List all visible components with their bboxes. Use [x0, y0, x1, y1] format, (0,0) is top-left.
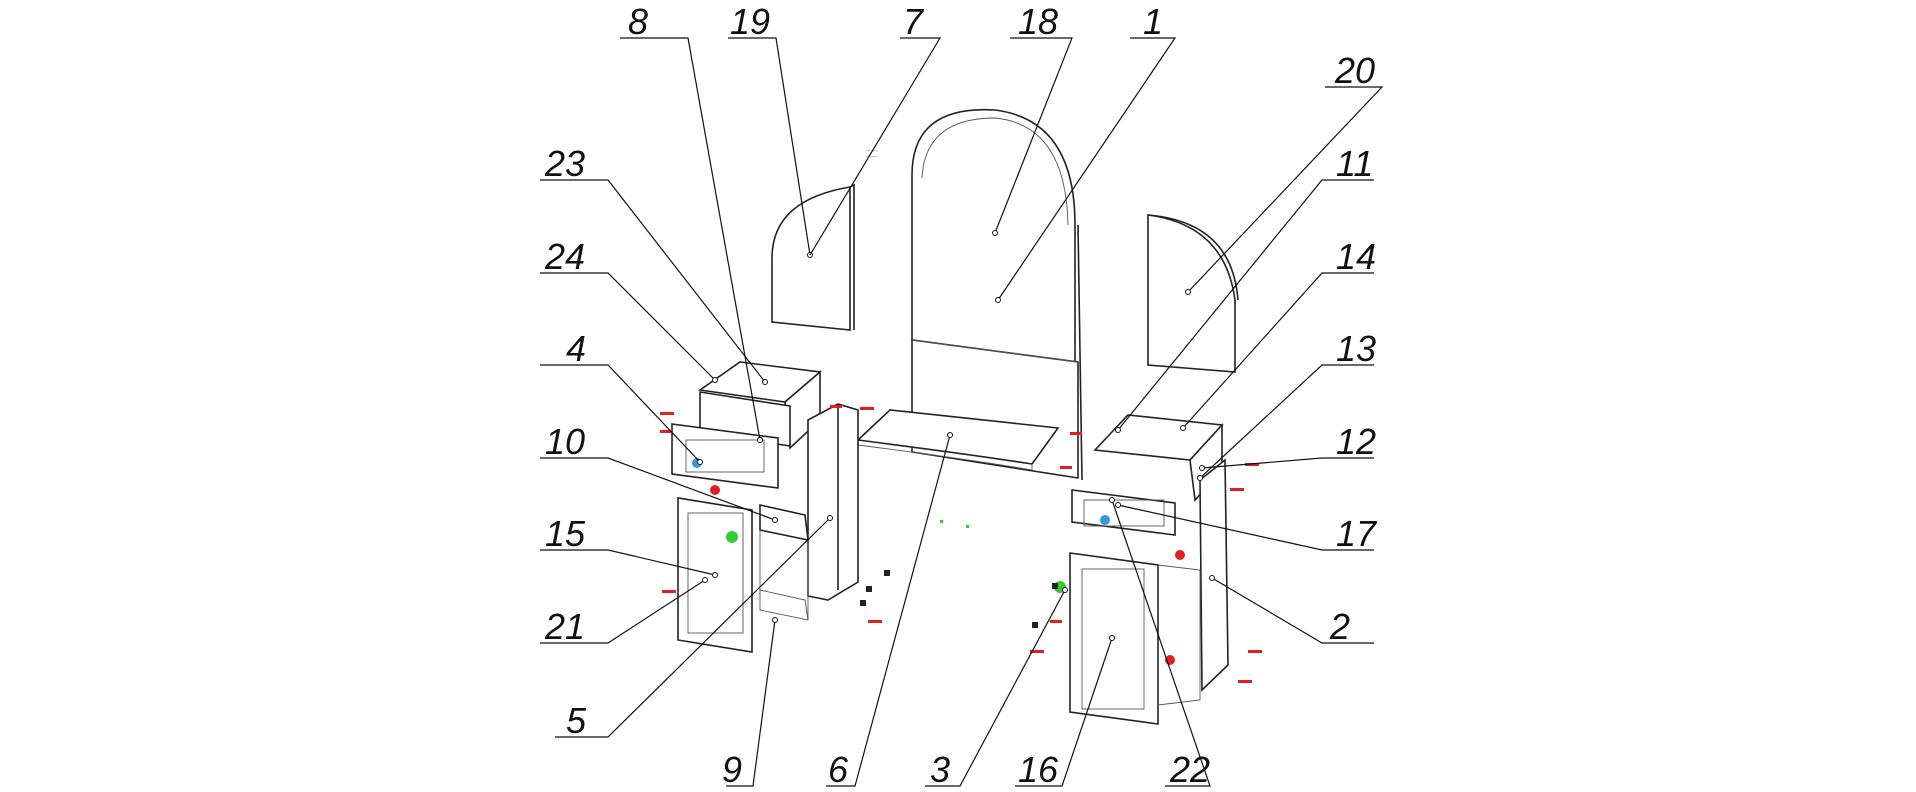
table-top-shelf — [856, 409, 1060, 471]
callout-20: 20 — [1334, 50, 1375, 91]
svg-text:┄┄┄┄: ┄┄┄┄ — [866, 154, 878, 160]
callout-5: 5 — [566, 700, 587, 741]
callout-leaders — [540, 37, 1384, 787]
right-side-mirror — [1147, 214, 1239, 373]
right-cabinet — [1069, 414, 1229, 725]
callout-13: 13 — [1336, 328, 1376, 369]
callout-3: 3 — [930, 749, 950, 790]
callout-9: 9 — [722, 749, 742, 790]
callout-labels: 8 19 7 18 1 20 23 11 24 14 4 13 10 12 15… — [544, 1, 1378, 790]
callout-16: 16 — [1018, 749, 1059, 790]
callout-19: 19 — [730, 1, 770, 42]
callout-22: 22 — [1169, 749, 1210, 790]
callout-7: 7 — [903, 1, 925, 42]
callout-6: 6 — [828, 749, 849, 790]
callout-18: 18 — [1018, 1, 1058, 42]
callout-8: 8 — [628, 1, 648, 42]
callout-24: 24 — [544, 236, 585, 277]
callout-2: 2 — [1329, 606, 1350, 647]
callout-12: 12 — [1336, 421, 1376, 462]
callout-11: 11 — [1336, 143, 1373, 184]
left-side-mirror — [771, 183, 855, 331]
callout-17: 17 — [1336, 513, 1378, 554]
callout-21: 21 — [544, 606, 585, 647]
callout-23: 23 — [544, 143, 585, 184]
callout-14: 14 — [1336, 236, 1376, 277]
callout-4: 4 — [566, 328, 586, 369]
callout-15: 15 — [545, 513, 586, 554]
callout-1: 1 — [1143, 1, 1163, 42]
callout-10: 10 — [545, 421, 585, 462]
